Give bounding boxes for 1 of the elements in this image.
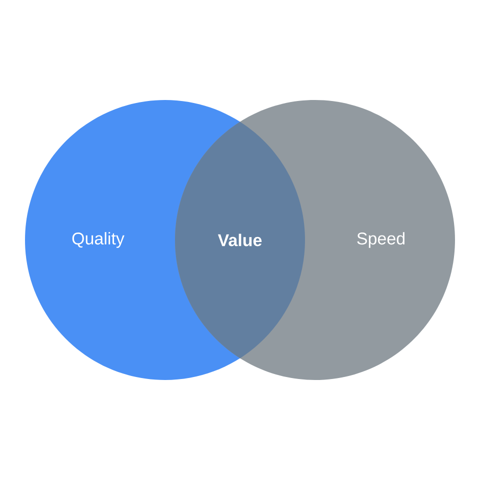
overlap-region: Value <box>218 234 262 246</box>
